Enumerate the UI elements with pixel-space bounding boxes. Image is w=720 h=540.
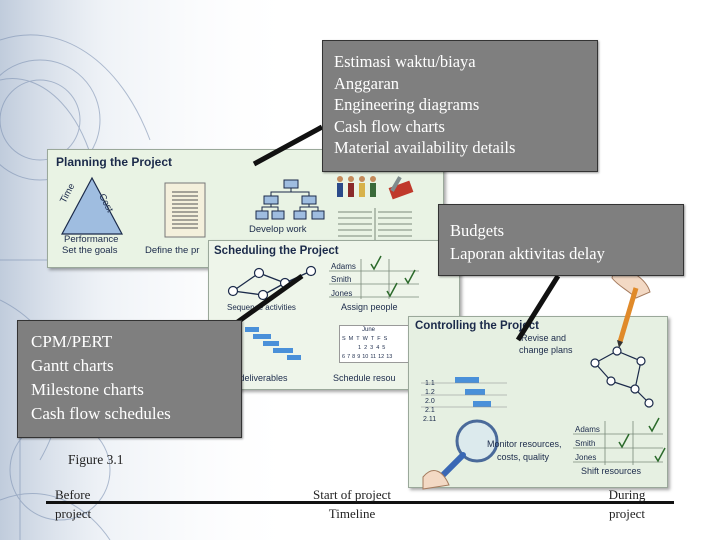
people-icon [337,176,376,197]
callout-top-line-2: Engineering diagrams [334,95,480,115]
schedule-person-2: Jones [331,289,353,298]
tools-icon [388,176,414,200]
callout-left-line-1: Gantt charts [31,356,114,375]
calendar-row-1: 1 2 3 4 5 [358,345,386,351]
controlling-panel: Controlling the Project Revise and chang… [408,316,668,490]
calendar-month: June [362,327,376,333]
shift-resources-label: Shift resources [581,466,642,476]
assign-grid-lines [329,259,419,299]
code-2: 2.0 [425,398,435,405]
calendar: June S M T W T F S 1 2 3 4 5 6 7 8 9 10 … [339,325,409,363]
controlling-title: Controlling the Project [415,320,539,332]
shift-person-2: Jones [575,453,597,462]
planning-title: Planning the Project [56,155,173,169]
callout-top-line-0: Estimasi waktu/biaya [334,52,476,71]
triangle-performance-label: Performance [64,234,119,245]
assign-people-label: Assign people [341,302,398,312]
timeline-before: Before project [55,485,91,523]
callout-planning-outputs: Estimasi waktu/biaya Anggaran Engineerin… [322,40,598,172]
shift-grid-lines [573,421,663,465]
callout-scheduling-outputs: CPM/PERT Gantt charts Milestone charts C… [17,320,242,438]
timeline-before-line-2: project [55,506,92,521]
revise-label-line-2: change plans [519,345,573,355]
schedule-deliverables-label: ule deliverables [225,373,288,383]
callout-right-line-1: Laporan aktivitas delay [450,244,605,263]
calendar-day-headers: S M T W T F S [342,336,388,342]
callout-top-line-4: Material availability details [334,138,516,158]
check-icon [386,282,398,298]
monitor-label-line-1: Monitor resources, [487,439,562,449]
revise-network-icon [590,346,654,408]
shift-person-1: Smith [575,439,596,448]
schedule-person-0: Adams [331,262,356,271]
check-icon [648,417,660,433]
schedule-person-1: Smith [331,275,352,284]
callout-right-line-0: Budgets [450,221,505,240]
code-3: 2.1 [425,407,435,414]
timeline-before-line-1: Before [55,487,91,502]
code-1: 1.2 [425,389,435,396]
timeline-start-line-1: Start of project [313,487,391,502]
timeline-axis [46,501,674,504]
document-icon [164,182,206,238]
check-icon [404,269,416,285]
callout-top-line-1: Anggaran [334,73,400,93]
revise-label-line-1: Revise and [521,333,567,343]
status-report-icon [421,377,507,408]
timeline-start: Start of project Timeline [302,485,402,523]
code-0: 1.1 [425,380,435,387]
calendar-row-2: 6 7 8 9 10 11 12 13 [342,354,393,360]
set-goals-label: Set the goals [62,245,118,256]
check-icon [618,433,630,449]
resource-table-icon [338,208,412,244]
timeline-during-line-2: project [608,506,646,521]
callout-top-line-3: Cash flow charts [334,116,445,136]
goal-triangle-icon [60,176,124,235]
define-label: Define the pr [145,245,200,256]
work-breakdown-icon [255,179,325,220]
check-icon [370,255,382,271]
gantt-bars-icon [245,327,301,360]
callout-left-line-0: CPM/PERT [31,332,113,351]
callout-left-line-3: Cash flow schedules [31,404,171,423]
monitor-label-line-2: costs, quality [497,452,550,462]
scheduling-title: Scheduling the Project [214,245,339,257]
timeline-during-line-1: During [608,487,646,502]
figure-label: Figure 3.1 [68,452,124,467]
code-4: 2.11 [423,416,437,423]
magnifying-glass-icon [422,419,499,490]
schedule-resources-label: Schedule resou [333,373,396,383]
check-icon [654,447,666,463]
callout-left-line-2: Milestone charts [31,380,144,399]
timeline-start-line-2: Timeline [328,506,376,521]
timeline-during: During project [594,485,660,523]
shift-person-0: Adams [575,425,600,434]
callout-controlling-outputs: Budgets Laporan aktivitas delay [438,204,684,276]
develop-work-label: Develop work [249,224,307,235]
